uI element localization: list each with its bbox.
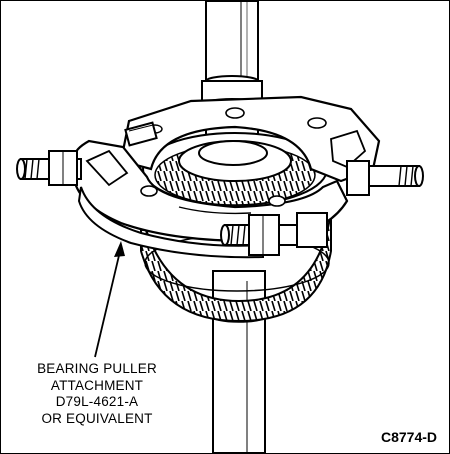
figure-code: C8774-D — [380, 429, 437, 445]
bolt-left — [16, 150, 82, 186]
bearing — [142, 132, 328, 206]
callout-label: BEARING PULLER ATTACHMENT D79L-4621-A OR… — [11, 361, 183, 427]
callout-line-2: ATTACHMENT — [50, 377, 144, 393]
callout-line-1: BEARING PULLER — [37, 361, 157, 376]
bolt-front — [220, 212, 328, 256]
lower-shaft — [210, 270, 268, 453]
callout-line-3: D79L-4621-A — [55, 394, 139, 409]
bolt-right — [346, 160, 424, 196]
bolt-rear-left — [124, 121, 158, 147]
callout-line-4: OR EQUIVALENT — [41, 410, 153, 426]
leader-arrow — [94, 241, 125, 358]
